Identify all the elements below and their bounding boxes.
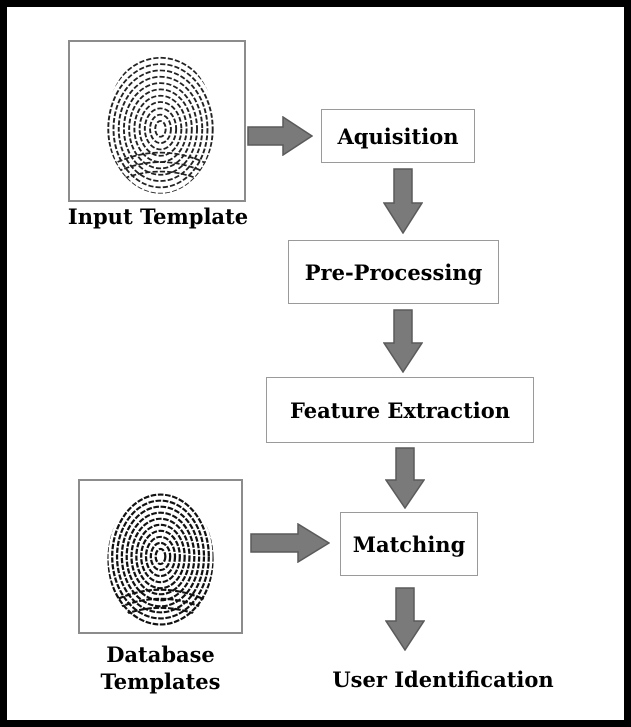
arrow-right-icon [247,116,313,156]
user-identification-label: User Identification [332,667,554,692]
database-label-line1: Database [106,642,215,667]
arrow-down-icon [385,587,425,651]
arrow-right-icon [250,523,330,563]
feature-extraction-box: Feature Extraction [266,377,534,443]
acquisition-label: Aquisition [337,123,459,149]
database-templates-label: Database Templates [78,641,243,695]
preprocessing-box: Pre-Processing [288,240,499,304]
arrow-down-icon [383,168,423,234]
database-label-line2: Templates [100,669,221,694]
feature-extraction-label: Feature Extraction [289,397,511,423]
matching-label: Matching [352,531,466,557]
arrow-down-icon [383,309,423,373]
arrow-down-icon [385,447,425,509]
matching-box: Matching [340,512,478,576]
acquisition-box: Aquisition [321,109,475,163]
database-fingerprint-image [78,479,243,634]
preprocessing-label: Pre-Processing [304,259,483,285]
input-fingerprint-image [68,40,246,202]
input-template-label: Input Template [67,204,249,229]
